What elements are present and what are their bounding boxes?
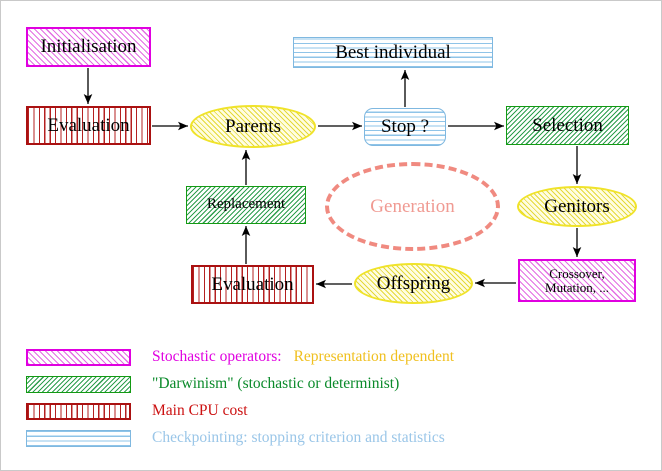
node-replacement[interactable]: Replacement — [186, 186, 306, 224]
legend-text-primary-checkpointing: Checkpointing: stopping criterion and st… — [152, 429, 445, 446]
node-offspring[interactable]: Offspring — [354, 263, 473, 304]
node-label-evaluation_bot: Evaluation — [211, 273, 294, 295]
node-label-replacement: Replacement — [206, 196, 286, 213]
legend-row-main-cpu-cost: Main CPU cost — [26, 402, 248, 420]
node-label-parents: Parents — [225, 115, 281, 137]
node-label-genitors: Genitors — [544, 195, 610, 217]
node-evaluation_bot[interactable]: Evaluation — [191, 265, 314, 304]
node-best_individual[interactable]: Best individual — [293, 37, 493, 68]
node-label-crossover: Crossover, Mutation, ... — [545, 265, 609, 295]
legend-row-checkpointing: Checkpointing: stopping criterion and st… — [26, 429, 445, 447]
legend-text-secondary-stochastic-operators: Representation dependent — [293, 348, 455, 365]
legend-swatch-checkpointing — [26, 429, 131, 447]
node-label-best_individual: Best individual — [335, 41, 451, 63]
node-label-evaluation_top: Evaluation — [47, 114, 130, 136]
legend-text-primary-main-cpu-cost: Main CPU cost — [152, 402, 248, 419]
legend-swatch-stochastic-operators — [26, 348, 131, 366]
node-initialisation[interactable]: Initialisation — [26, 27, 151, 67]
node-crossover[interactable]: Crossover, Mutation, ... — [518, 259, 636, 302]
node-label-selection: Selection — [532, 114, 603, 136]
legend-row-stochastic-operators: Stochastic operators: Representation depe… — [26, 348, 454, 366]
legend-text-darwinism: "Darwinism" (stochastic or determinist) — [152, 375, 399, 393]
node-label-offspring: Offspring — [376, 272, 451, 294]
generation-ellipse: Generation — [325, 162, 500, 251]
legend-swatch-main-cpu-cost — [26, 402, 131, 420]
node-label-stop: Stop ? — [380, 116, 430, 138]
generation-label: Generation — [370, 195, 455, 217]
legend-text-checkpointing: Checkpointing: stopping criterion and st… — [152, 429, 445, 447]
legend-text-main-cpu-cost: Main CPU cost — [152, 402, 248, 420]
node-selection[interactable]: Selection — [506, 106, 629, 145]
node-genitors[interactable]: Genitors — [517, 186, 637, 227]
legend-row-darwinism: "Darwinism" (stochastic or determinist) — [26, 375, 399, 393]
legend-text-primary-darwinism: "Darwinism" (stochastic or determinist) — [152, 375, 400, 392]
node-stop[interactable]: Stop ? — [364, 108, 446, 146]
legend-swatch-darwinism — [26, 375, 131, 393]
node-parents[interactable]: Parents — [190, 105, 316, 148]
legend-text-stochastic-operators: Stochastic operators: Representation depe… — [152, 348, 454, 366]
legend-text-primary-stochastic-operators: Stochastic operators: — [152, 348, 282, 365]
node-label-initialisation: Initialisation — [40, 36, 137, 58]
node-evaluation_top[interactable]: Evaluation — [26, 106, 151, 145]
